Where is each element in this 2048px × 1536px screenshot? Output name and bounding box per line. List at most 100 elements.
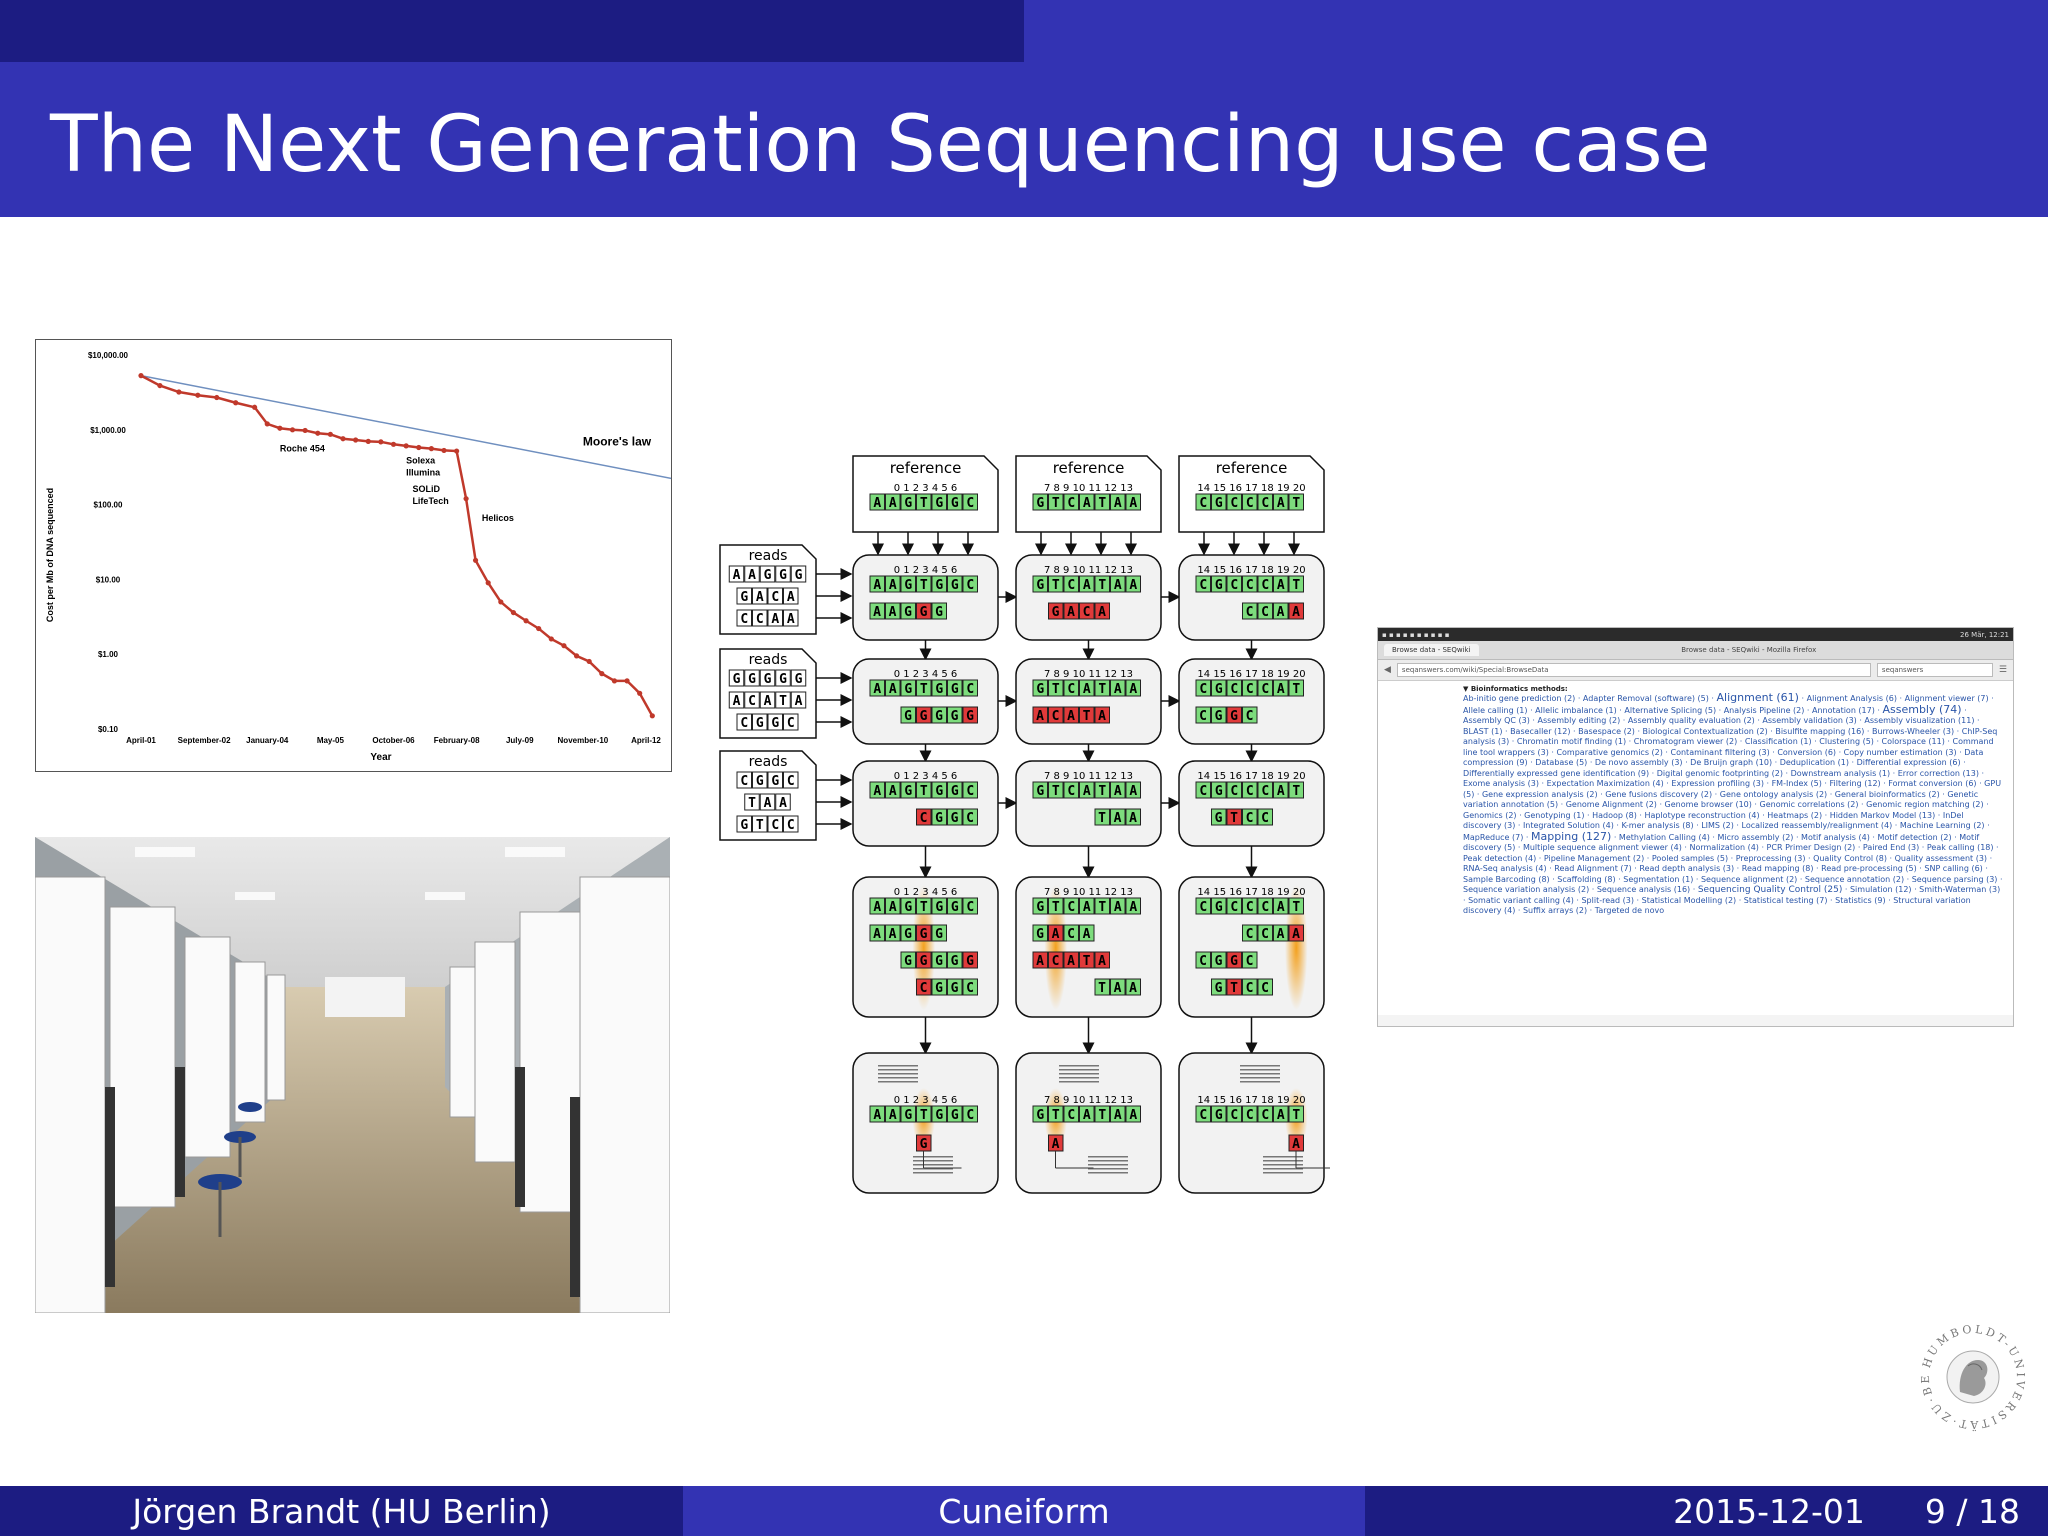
aligned-read-base: C	[1246, 709, 1254, 724]
pileup-read-base: C	[1246, 981, 1254, 996]
address-field[interactable]: seqanswers.com/wiki/Special:BrowseData	[1397, 663, 1871, 677]
reference-seq-base: C	[966, 900, 974, 915]
aligned-read-base: G	[951, 709, 959, 724]
alignment-box: 0 1 2 3 4 5 6AAGTGGCGGGGG	[853, 659, 998, 744]
cost-data-point	[265, 421, 270, 426]
reference-seq-base: C	[1230, 496, 1238, 511]
read-seq-base: A	[787, 612, 795, 627]
read-seq-base: G	[771, 716, 779, 731]
reference-seq-base: C	[1067, 496, 1075, 511]
reference-seq-base: C	[1230, 900, 1238, 915]
browser-tab[interactable]: Browse data - SEQwiki	[1384, 644, 1479, 656]
tag-assembly[interactable]: Assembly (74)	[1882, 703, 1961, 716]
annotation-text-line	[1263, 1164, 1303, 1166]
pileup-box: 7 8 9 10 11 12 13GTCATAAGACAACATATAA	[1016, 877, 1161, 1017]
reference-seq-base: T	[1098, 1108, 1106, 1123]
annotation-text-line	[1088, 1168, 1128, 1170]
tag-mapping[interactable]: Mapping (127)	[1531, 830, 1611, 843]
read-seq-base: G	[795, 568, 803, 583]
annotation-text-line	[1263, 1172, 1303, 1174]
back-icon[interactable]: ◀	[1384, 665, 1391, 675]
aligned-read-base: C	[1261, 811, 1269, 826]
reference-seq-base: A	[1277, 900, 1285, 915]
pileup-read-base: A	[873, 927, 881, 942]
menu-icon[interactable]: ☰	[1999, 665, 2007, 675]
reference-seq-base: A	[1083, 682, 1091, 697]
reference-seq-base: C	[1067, 578, 1075, 593]
read-seq-base: G	[740, 818, 748, 833]
reference-seq-base: A	[1277, 1108, 1285, 1123]
reference-seq-base: T	[1052, 496, 1060, 511]
pileup-read-base: A	[1129, 981, 1137, 996]
chart-y-axis-label: Cost per Mb of DNA sequenced	[45, 488, 55, 622]
pileup-read-base: G	[935, 954, 943, 969]
reference-seq-base: T	[1052, 900, 1060, 915]
reference-seq-base: G	[951, 784, 959, 799]
reference-seq-base: A	[1277, 784, 1285, 799]
annotation-text-line	[1088, 1164, 1128, 1166]
cost-data-point	[463, 496, 468, 501]
pileup-read-base: G	[904, 954, 912, 969]
pileup-read-base: C	[1261, 927, 1269, 942]
reference-seq-base: C	[1067, 900, 1075, 915]
aligned-read-base: G	[966, 709, 974, 724]
position-indices: 0 1 2 3 4 5 6	[894, 565, 958, 576]
aligned-read-base: A	[1277, 605, 1285, 620]
reference-seq-base: G	[951, 682, 959, 697]
aligned-read-base: A	[1067, 605, 1075, 620]
cost-data-point	[353, 437, 358, 442]
cost-data-point	[404, 443, 409, 448]
reference-seq-base: A	[1114, 496, 1122, 511]
tag-list[interactable]: · Assembly QC (3) · Assembly editing (2)…	[1463, 706, 2001, 842]
tag-alignment[interactable]: Alignment (61)	[1717, 691, 1799, 704]
position-indices: 0 1 2 3 4 5 6	[894, 887, 958, 898]
reference-seq-base: T	[920, 1108, 928, 1123]
chart-x-tick-label: November-10	[558, 736, 609, 745]
reference-seq-base: G	[935, 682, 943, 697]
read-seq-base: A	[756, 590, 764, 605]
cost-data-point	[486, 580, 491, 585]
annotation-text-line	[1059, 1077, 1099, 1079]
os-taskbar: ▪ ▪ ▪ ▪ ▪ ▪ ▪ ▪ ▪ ▪ 26 Mär, 12:21	[1378, 628, 2013, 641]
tag-list[interactable]: Ab-initio gene prediction (2) · Adapter …	[1463, 694, 1714, 703]
browser-window-title: Browse data - SEQwiki - Mozilla Firefox	[1681, 646, 1816, 654]
alignment-box: 0 1 2 3 4 5 6AAGTGGCAAGGG	[853, 555, 998, 640]
annotation-text-line	[878, 1073, 918, 1075]
annotation-text-line	[1240, 1065, 1280, 1067]
pileup-read-base: T	[1098, 981, 1106, 996]
aligned-read-base: T	[1098, 811, 1106, 826]
chart-x-tick-label: April-01	[126, 736, 156, 745]
reference-seq-base: C	[1246, 682, 1254, 697]
tag-sequencing-qc[interactable]: Sequencing Quality Control (25)	[1698, 885, 1843, 895]
read-seq-base: A	[771, 612, 779, 627]
reference-seq-base: C	[1199, 784, 1207, 799]
reference-seq-base: A	[1129, 1108, 1137, 1123]
pileup-read-base: A	[1036, 954, 1044, 969]
cost-data-point	[624, 678, 629, 683]
reference-seq-base: T	[1098, 578, 1106, 593]
reference-seq-base: A	[873, 578, 881, 593]
aligned-read-base: C	[966, 811, 974, 826]
position-indices: 7 8 9 10 11 12 13	[1044, 771, 1133, 782]
annotation-text-line	[913, 1156, 953, 1158]
read-seq-base: A	[748, 568, 756, 583]
reference-seq-base: G	[1215, 682, 1223, 697]
aligned-read-base: A	[1098, 709, 1106, 724]
aligned-read-base: A	[1067, 709, 1075, 724]
reference-seq-base: C	[1261, 1108, 1269, 1123]
reference-seq-base: C	[1246, 900, 1254, 915]
aligned-read-base: C	[1246, 811, 1254, 826]
chart-svg: $10,000.00$1,000.00$100.00$10.00$1.00$0.…	[36, 340, 671, 771]
annotation-text-line	[1263, 1156, 1303, 1158]
reference-seq-base: T	[1098, 496, 1106, 511]
read-seq-base: G	[764, 672, 772, 687]
search-field[interactable]: seqanswers	[1877, 663, 1993, 677]
annotation-text-line	[1059, 1081, 1099, 1083]
cost-data-point	[290, 427, 295, 432]
chart-y-tick-label: $1.00	[98, 650, 119, 659]
reference-seq-base: A	[1277, 578, 1285, 593]
reference-seq-base: G	[951, 1108, 959, 1123]
reference-seq-base: C	[1067, 682, 1075, 697]
reference-doc: reference7 8 9 10 11 12 13GTCATAA	[1016, 456, 1161, 532]
